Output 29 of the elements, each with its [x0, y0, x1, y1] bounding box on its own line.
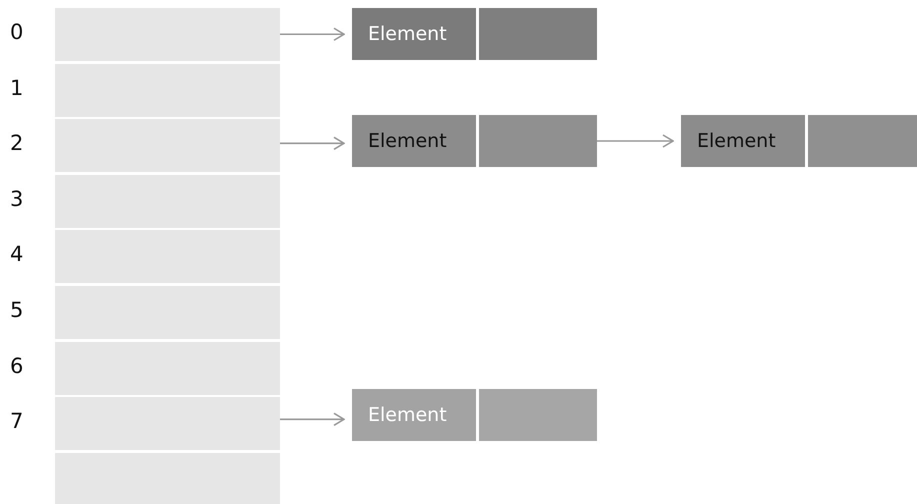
index-number: 0 [10, 20, 24, 44]
index-number: 5 [10, 298, 24, 322]
arrow [280, 136, 345, 150]
bucket-slot [55, 8, 280, 61]
bucket-slot [55, 230, 280, 284]
bucket-slot [55, 452, 280, 504]
index-number: 6 [10, 354, 24, 378]
bucket-slot [55, 342, 280, 395]
list-node [352, 389, 597, 441]
bucket-slot [55, 286, 280, 339]
index-number: 3 [10, 186, 24, 211]
list-node [352, 8, 597, 60]
bucket-slot [55, 397, 280, 450]
bucket-slot [55, 119, 280, 172]
index-number: 1 [10, 76, 24, 100]
list-node [681, 115, 917, 167]
node-value: Element [352, 115, 476, 167]
index-number: 4 [10, 242, 24, 266]
bucket-slot [55, 64, 280, 117]
node-value: Element [352, 389, 476, 441]
index-number: 7 [10, 409, 24, 434]
list-node [352, 115, 597, 167]
arrow [280, 27, 345, 42]
node-value: Element [681, 115, 805, 167]
bucket-slot [55, 174, 280, 228]
arrow [280, 412, 345, 426]
index-number: 2 [10, 131, 24, 156]
node-value: Element [352, 8, 476, 60]
arrow [597, 134, 674, 148]
